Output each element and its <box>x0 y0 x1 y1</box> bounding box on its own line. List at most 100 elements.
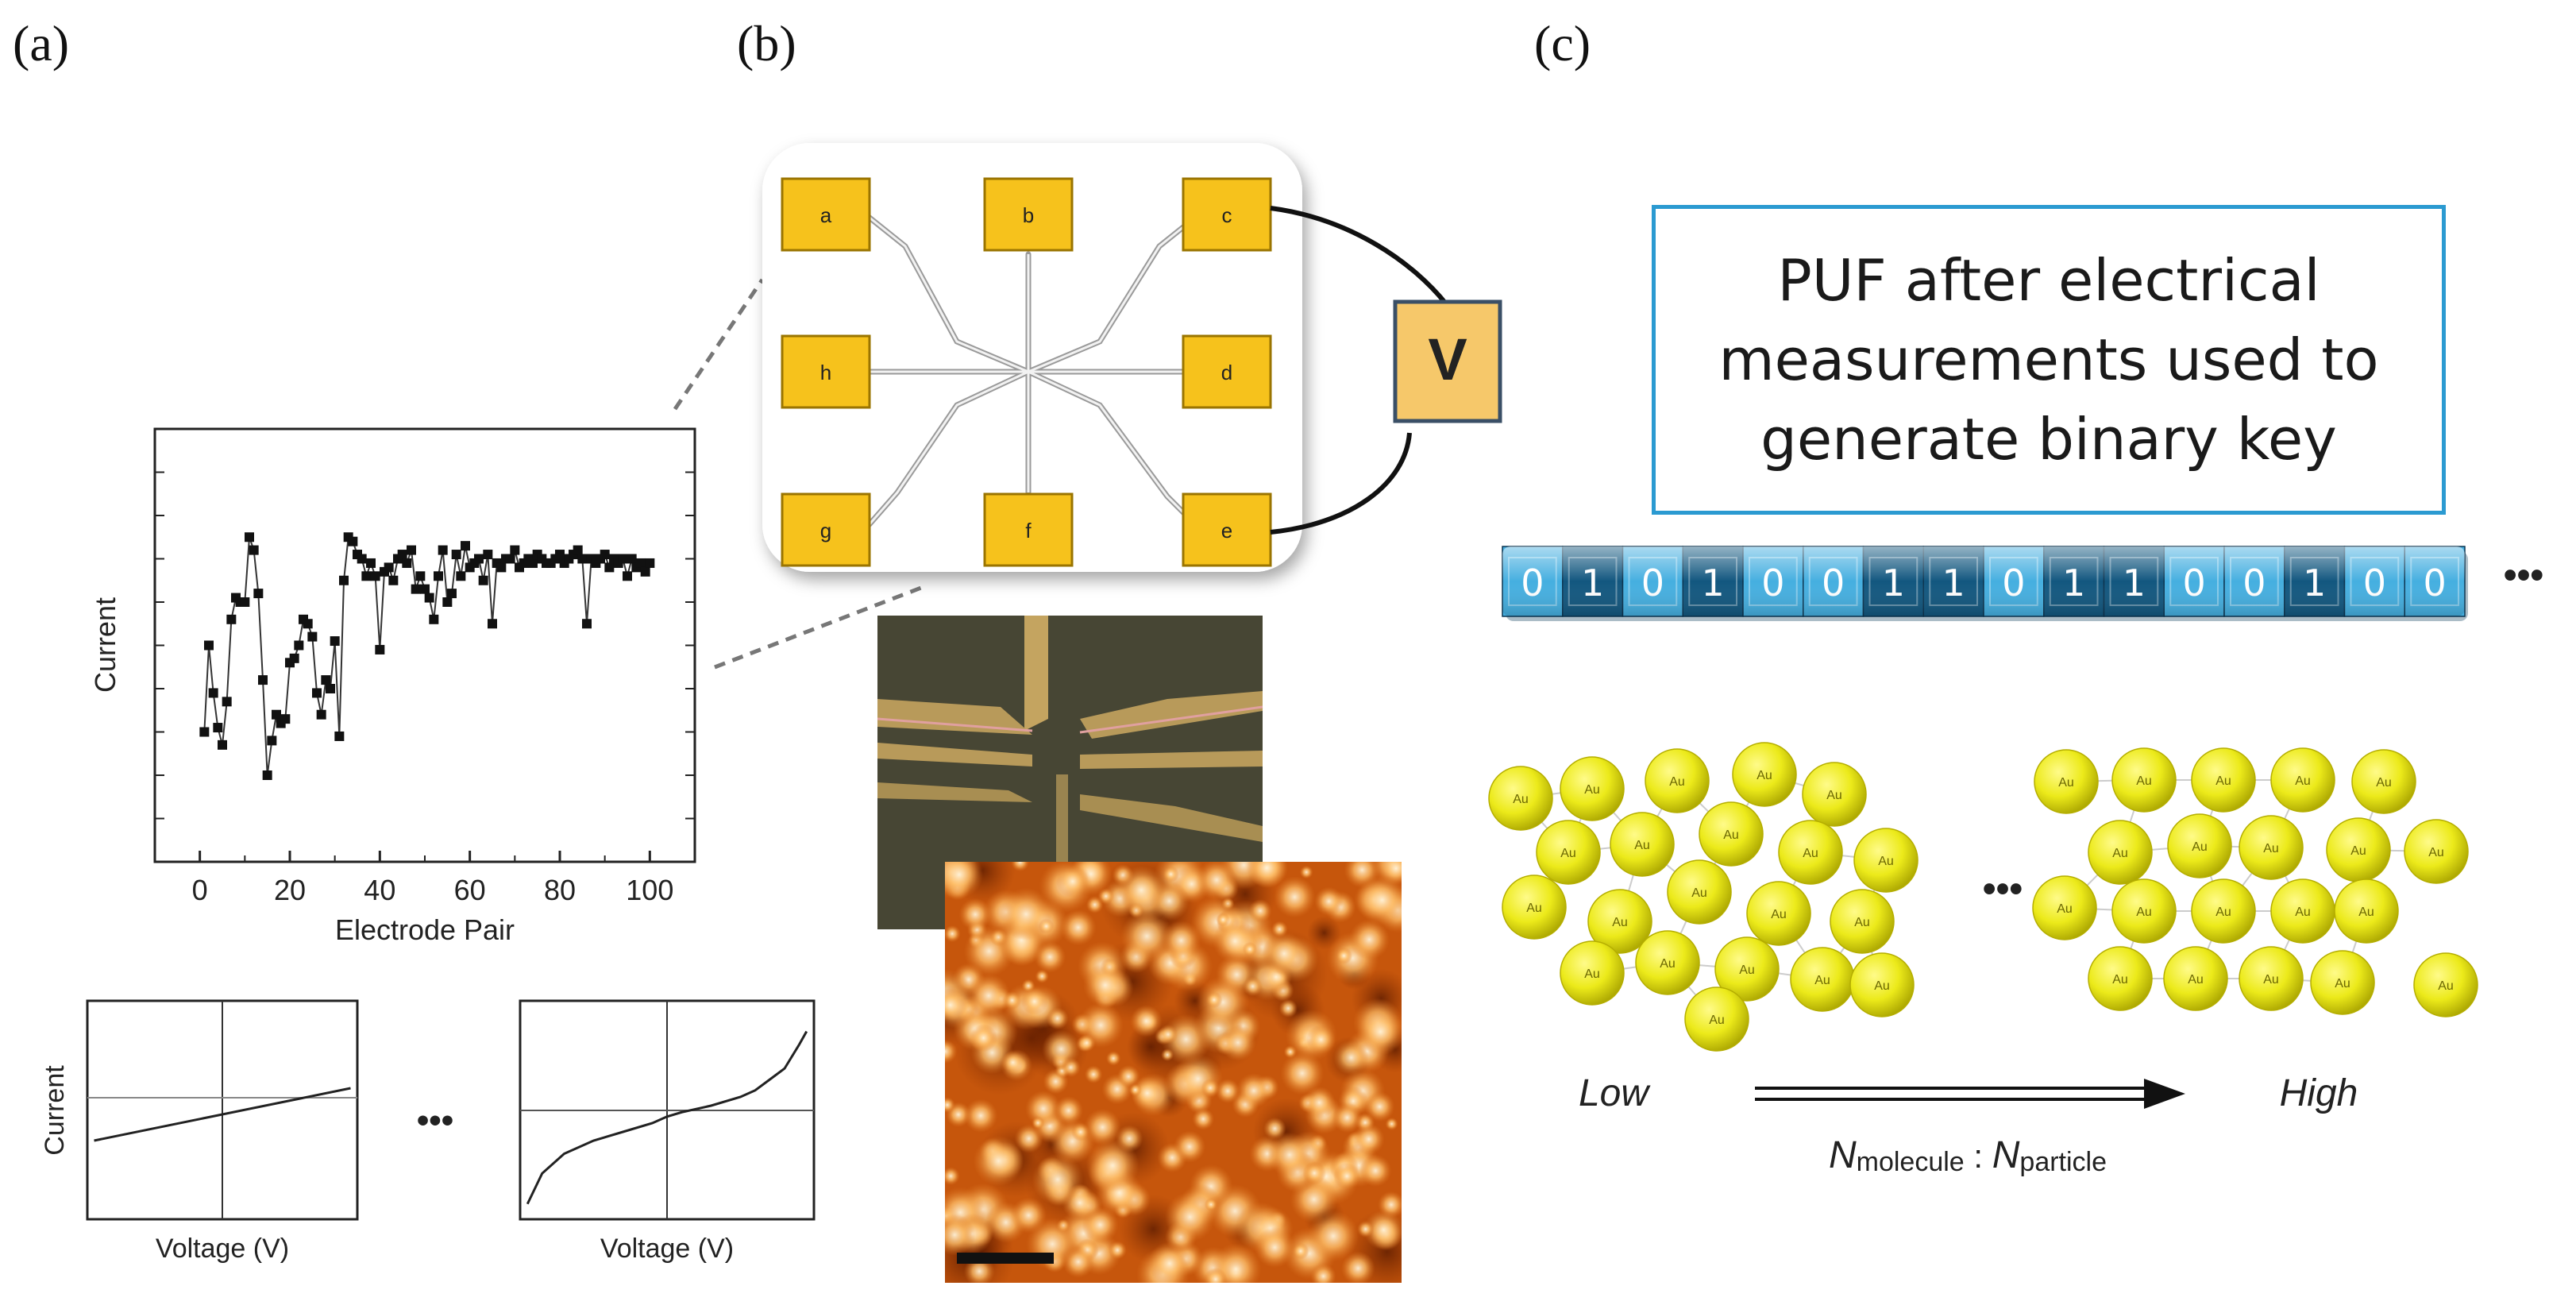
pad-label-a: a <box>820 203 832 227</box>
key-bit-label: 1 <box>2303 562 2326 604</box>
svg-text:Au: Au <box>2358 905 2374 919</box>
chart0-data-point <box>361 571 372 581</box>
chart0-data-point <box>402 558 412 568</box>
gold-nanoparticle: Au <box>1802 762 1867 827</box>
chart0-data-point <box>334 731 345 741</box>
chart0-data-point <box>339 575 349 585</box>
iv-curve-nonlinear: Voltage (V) <box>519 999 816 1264</box>
afm-image <box>945 862 1402 1283</box>
chart0-data-point <box>623 571 632 581</box>
svg-text:Au: Au <box>1612 916 1628 929</box>
chart0-frame <box>153 427 696 863</box>
electrode-pad-f: f <box>983 492 1074 567</box>
svg-text:Au: Au <box>1878 855 1894 868</box>
chart0-data-point <box>262 770 272 780</box>
key-bit-cell: 0 <box>2223 546 2285 617</box>
chart0-data-point <box>411 584 421 594</box>
chart0-data-point <box>640 566 650 577</box>
gold-nanoparticle: Au <box>2270 878 2335 944</box>
gold-nanoparticle: Au <box>1488 766 1553 831</box>
svg-text:Au: Au <box>1513 793 1529 806</box>
chart0-data-point <box>627 554 637 564</box>
chart0-xtick-label: 20 <box>274 874 306 906</box>
chart0-data-point <box>253 589 264 599</box>
iv-curve-linear: Voltage (V) Current <box>40 999 359 1264</box>
meter-wire-top <box>1270 206 1450 307</box>
gold-nanoparticle: Au <box>1635 930 1700 995</box>
chart0-data-point <box>456 571 466 581</box>
chart2-xlabel: Voltage (V) <box>600 1234 734 1264</box>
gold-nanoparticle: Au <box>2111 747 2177 813</box>
chart0-data-point <box>451 550 461 560</box>
key-bit-cell: 0 <box>1803 546 1865 617</box>
chart0-data-point <box>375 644 385 654</box>
svg-text:Au: Au <box>1560 847 1576 860</box>
chart0-data-point <box>272 709 281 720</box>
gold-nanoparticle: Au <box>2310 950 2375 1015</box>
chart0-data-point <box>204 640 214 651</box>
chart0-data-point <box>555 550 565 560</box>
key-bit-cell: 0 <box>2163 546 2225 617</box>
gold-nanoparticle: Au <box>1610 812 1675 877</box>
svg-text:Au: Au <box>1669 775 1685 789</box>
key-bit-cell: 1 <box>2284 546 2346 617</box>
chart0-data-point <box>370 571 380 581</box>
svg-text:Au: Au <box>2295 905 2311 919</box>
chart0-data-point <box>600 550 610 560</box>
gold-nanoparticle: Au <box>2191 878 2256 944</box>
gold-nanoparticle: Au <box>1645 748 1710 813</box>
gold-nanoparticle: Au <box>1746 881 1811 946</box>
pad-label-d: d <box>1221 361 1232 384</box>
gold-nanoparticle: Au <box>1778 820 1843 885</box>
key-bit-label: 0 <box>2002 562 2025 604</box>
gold-nanoparticle: Au <box>2351 749 2416 814</box>
svg-text:Au: Au <box>1526 902 1542 915</box>
svg-text:Au: Au <box>2112 847 2128 860</box>
key-bit-cell: 1 <box>2103 546 2165 617</box>
chart0-data-point <box>496 562 507 573</box>
key-bit-cell: 0 <box>1622 546 1683 617</box>
svg-text:Au: Au <box>2188 973 2204 987</box>
chart0-data-point <box>442 597 453 607</box>
low-to-high-arrow <box>1755 1079 2185 1109</box>
electrode-device-schematic: a b c h d g f e <box>762 143 1502 572</box>
pad-label-h: h <box>820 361 831 384</box>
gold-nanoparticle: Au <box>1732 742 1797 807</box>
chart0-data-point <box>289 653 299 663</box>
chart0-data-point <box>461 541 470 551</box>
zoom-line-top <box>673 278 765 411</box>
svg-text:Au: Au <box>2215 905 2231 919</box>
svg-text:Au: Au <box>2136 774 2152 788</box>
chart0-data-point <box>478 575 488 585</box>
panel-label-c: (c) <box>1534 15 1591 71</box>
chart0-data-point <box>226 614 237 624</box>
svg-text:Au: Au <box>2295 774 2311 788</box>
svg-text:Au: Au <box>2438 979 2454 993</box>
svg-text:Au: Au <box>2428 846 2444 859</box>
key-bit-cell: 0 <box>1742 546 1804 617</box>
chart0-data-point <box>636 558 646 568</box>
svg-text:Au: Au <box>2376 776 2392 790</box>
chart0-data-point <box>366 558 376 568</box>
svg-text:Au: Au <box>2112 973 2128 987</box>
chart0-data-point <box>258 675 268 685</box>
svg-text:Au: Au <box>2335 977 2350 990</box>
svg-text:Au: Au <box>2263 842 2279 855</box>
gold-nanoparticle: Au <box>2088 820 2153 885</box>
puf-description-box: PUF after electrical measurements used t… <box>1652 205 2446 515</box>
gold-nanoparticle: Au <box>2413 952 2478 1017</box>
gold-nanoparticle: Au <box>1587 889 1652 954</box>
key-bit-label: 1 <box>1701 562 1724 604</box>
panel-label-b: (b) <box>737 15 796 71</box>
key-bit-label: 0 <box>2423 562 2446 604</box>
chart0-data-point <box>397 550 407 560</box>
meter-wire-bottom <box>1270 432 1412 535</box>
gold-nanoparticle: Au <box>1790 947 1855 1012</box>
chart0-xtick-label: 0 <box>192 874 208 906</box>
chart0-data-point <box>307 631 318 642</box>
key-bit-cell: 1 <box>1682 546 1744 617</box>
pad-label-c: c <box>1222 203 1232 227</box>
key-bit-label: 1 <box>1942 562 1965 604</box>
key-bit-label: 0 <box>1641 562 1664 604</box>
